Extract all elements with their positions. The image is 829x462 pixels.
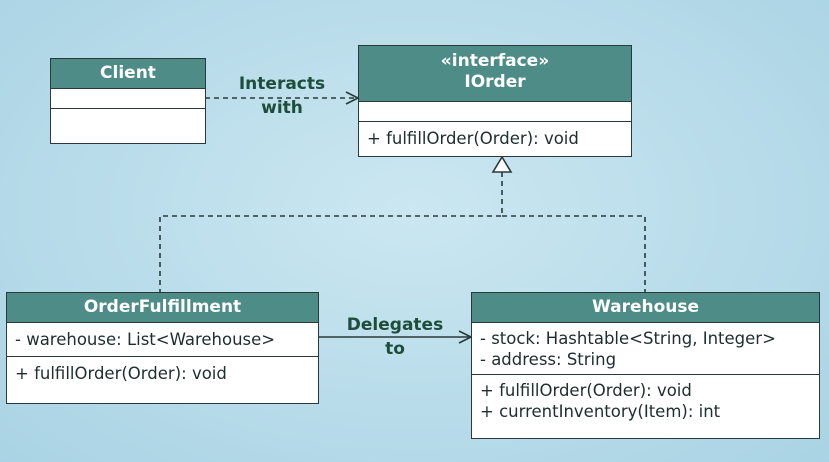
realization-orderfulfillment bbox=[159, 172, 503, 294]
warehouse-methods: + fulfillOrder(Order): void + currentInv… bbox=[472, 375, 819, 422]
iorder-methods: + fulfillOrder(Order): void bbox=[359, 122, 631, 149]
delegates-to-label: Delegates to bbox=[330, 313, 460, 361]
warehouse-class-name: Warehouse bbox=[472, 293, 819, 323]
iorder-header: «interface» IOrder bbox=[359, 46, 631, 102]
client-class: Client bbox=[50, 58, 206, 144]
interacts-label-line: Interacts bbox=[238, 74, 326, 94]
iorder-attributes bbox=[359, 102, 631, 122]
client-methods bbox=[51, 109, 205, 142]
orderfulfillment-attribute: - warehouse: List<Warehouse> bbox=[15, 330, 276, 349]
client-attributes bbox=[51, 89, 205, 109]
realization-warehouse bbox=[502, 215, 646, 294]
warehouse-method: + fulfillOrder(Order): void bbox=[480, 381, 692, 400]
warehouse-method: + currentInventory(Item): int bbox=[480, 402, 721, 421]
iorder-interface: «interface» IOrder + fulfillOrder(Order)… bbox=[358, 45, 632, 157]
warehouse-class: Warehouse - stock: Hashtable<String, Int… bbox=[471, 292, 820, 439]
delegates-label-line: to bbox=[385, 339, 405, 359]
client-class-name: Client bbox=[51, 59, 205, 89]
orderfulfillment-attributes: - warehouse: List<Warehouse> bbox=[7, 323, 318, 357]
orderfulfillment-method: + fulfillOrder(Order): void bbox=[15, 364, 227, 383]
iorder-method: + fulfillOrder(Order): void bbox=[367, 129, 579, 148]
iorder-stereotype: «interface» bbox=[440, 51, 550, 71]
orderfulfillment-methods: + fulfillOrder(Order): void bbox=[7, 357, 318, 384]
warehouse-attribute: - stock: Hashtable<String, Integer> bbox=[480, 329, 776, 348]
iorder-name: IOrder bbox=[464, 72, 526, 92]
interacts-label-line: with bbox=[261, 98, 303, 118]
realization-triangle-icon bbox=[491, 155, 513, 173]
orderfulfillment-class-name: OrderFulfillment bbox=[7, 293, 318, 323]
warehouse-attribute: - address: String bbox=[480, 350, 617, 369]
warehouse-attributes: - stock: Hashtable<String, Integer> - ad… bbox=[472, 323, 819, 375]
orderfulfillment-class: OrderFulfillment - warehouse: List<Wareh… bbox=[6, 292, 319, 404]
delegates-label-line: Delegates bbox=[346, 315, 444, 335]
interacts-with-label: Interacts with bbox=[222, 72, 342, 120]
